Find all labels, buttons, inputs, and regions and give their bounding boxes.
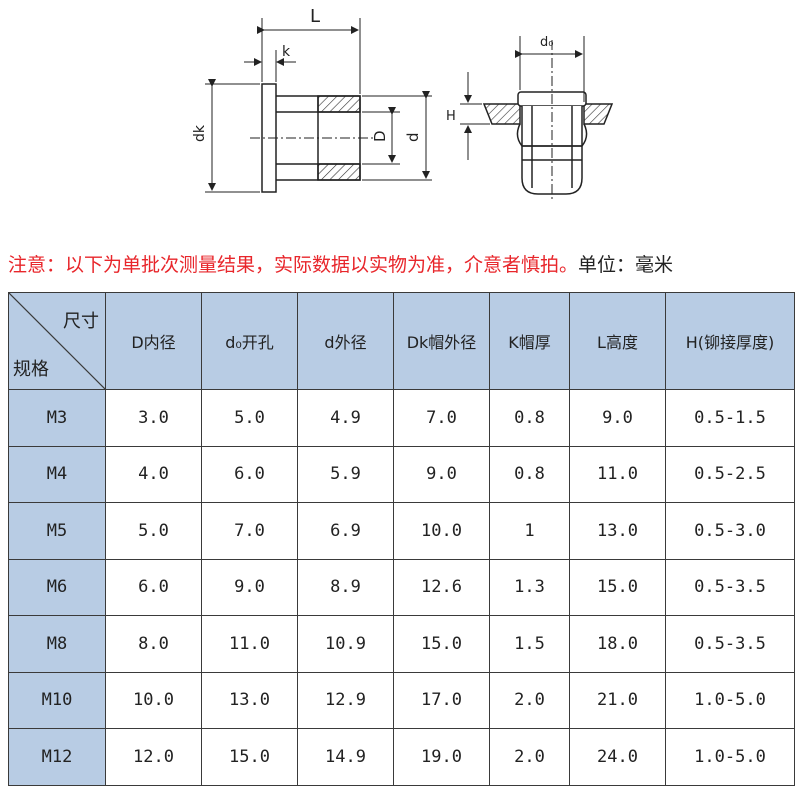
measurement-notice: 注意：以下为单批次测量结果，实际数据以实物为准，介意者慎拍。单位：毫米 [8, 250, 798, 280]
table-cell: 10.0 [393, 502, 490, 560]
table-cell: 21.0 [569, 671, 666, 729]
table-cell: 1 [489, 502, 570, 560]
table-cell: 19.0 [393, 728, 490, 786]
table-cell: 11.0 [201, 615, 298, 673]
table-cell: 1.0-5.0 [665, 671, 795, 729]
specification-table: 尺寸 规格 D内径 d₀开孔 d外径 Dk帽外径 K帽厚 L高度 H(铆接厚度)… [8, 292, 795, 786]
row-spec-label: M5 [8, 502, 106, 560]
notice-unit-text: 单位：毫米 [578, 254, 674, 276]
table-cell: 12.6 [393, 558, 490, 616]
table-corner-cell: 尺寸 规格 [8, 292, 106, 390]
table-cell: 6.0 [201, 445, 298, 503]
label-d: d [404, 132, 422, 142]
table-cell: 24.0 [569, 728, 666, 786]
column-header: Dk帽外径 [393, 292, 490, 390]
table-cell: 4.0 [105, 445, 202, 503]
table-cell: 3.0 [105, 389, 202, 447]
notice-warning-text: 注意：以下为单批次测量结果，实际数据以实物为准，介意者慎拍。 [8, 254, 579, 276]
row-spec-label: M12 [8, 728, 106, 786]
label-D: D [371, 130, 389, 142]
corner-label-spec: 规格 [13, 359, 49, 380]
label-d0: d₀ [540, 35, 553, 50]
table-cell: 14.9 [297, 728, 394, 786]
installed-view [460, 36, 614, 200]
table-cell: 10.0 [105, 671, 202, 729]
table-cell: 1.3 [489, 558, 570, 616]
table-cell: 15.0 [569, 558, 666, 616]
table-cell: 7.0 [201, 502, 298, 560]
label-H: H [446, 109, 456, 124]
table-cell: 0.8 [489, 389, 570, 447]
table-cell: 11.0 [569, 445, 666, 503]
row-spec-label: M6 [8, 558, 106, 616]
table-cell: 6.0 [105, 558, 202, 616]
table-cell: 15.0 [393, 615, 490, 673]
table-cell: 1.5 [489, 615, 570, 673]
side-section-view [205, 18, 432, 193]
technical-drawings: L k dk D d d₀ H [192, 6, 614, 200]
table-cell: 0.5-3.5 [665, 558, 795, 616]
column-header: D内径 [105, 292, 202, 390]
table-cell: 2.0 [489, 728, 570, 786]
table-cell: 9.0 [393, 445, 490, 503]
label-L: L [310, 6, 320, 27]
table-cell: 5.9 [297, 445, 394, 503]
table-cell: 0.5-3.0 [665, 502, 795, 560]
table-cell: 13.0 [201, 671, 298, 729]
column-header: d外径 [297, 292, 394, 390]
table-cell: 1.0-5.0 [665, 728, 795, 786]
table-cell: 4.9 [297, 389, 394, 447]
corner-label-size: 尺寸 [63, 311, 99, 332]
table-cell: 12.9 [297, 671, 394, 729]
table-cell: 0.5-3.5 [665, 615, 795, 673]
table-cell: 12.0 [105, 728, 202, 786]
table-cell: 17.0 [393, 671, 490, 729]
table-cell: 2.0 [489, 671, 570, 729]
row-spec-label: M8 [8, 615, 106, 673]
table-cell: 9.0 [569, 389, 666, 447]
table-cell: 18.0 [569, 615, 666, 673]
table-cell: 5.0 [105, 502, 202, 560]
row-spec-label: M4 [8, 445, 106, 503]
table-cell: 0.5-2.5 [665, 445, 795, 503]
column-header: d₀开孔 [201, 292, 298, 390]
table-cell: 9.0 [201, 558, 298, 616]
column-header: K帽厚 [489, 292, 570, 390]
table-cell: 13.0 [569, 502, 666, 560]
table-cell: 15.0 [201, 728, 298, 786]
table-cell: 8.9 [297, 558, 394, 616]
label-k: k [282, 44, 291, 60]
table-cell: 5.0 [201, 389, 298, 447]
row-spec-label: M3 [8, 389, 106, 447]
table-cell: 7.0 [393, 389, 490, 447]
table-cell: 0.8 [489, 445, 570, 503]
table-header-row: 尺寸 规格 D内径 d₀开孔 d外径 Dk帽外径 K帽厚 L高度 H(铆接厚度) [8, 292, 795, 390]
column-header: L高度 [569, 292, 666, 390]
table-cell: 10.9 [297, 615, 394, 673]
row-spec-label: M10 [8, 671, 106, 729]
table-cell: 0.5-1.5 [665, 389, 795, 447]
table-cell: 8.0 [105, 615, 202, 673]
table-cell: 6.9 [297, 502, 394, 560]
label-dk: dk [192, 124, 208, 142]
column-header: H(铆接厚度) [665, 292, 795, 390]
